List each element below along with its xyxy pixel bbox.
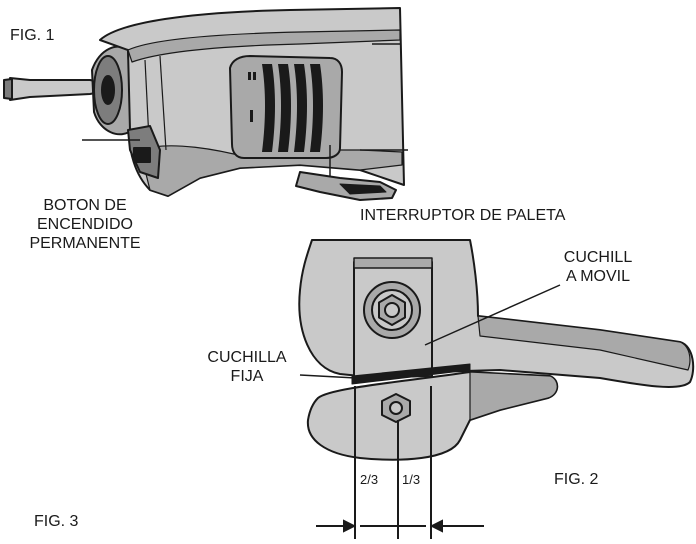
moving-blade-label: CUCHILL A MOVIL bbox=[548, 248, 648, 286]
fixed-blade-label-line1: CUCHILLA bbox=[207, 349, 287, 366]
grinder-drawing bbox=[3, 7, 408, 201]
dim-arrow-left-head bbox=[343, 519, 357, 533]
rear-cap-hole bbox=[101, 75, 115, 105]
ratio-right-label: 1/3 bbox=[402, 472, 421, 487]
moving-blade-top-bar bbox=[353, 257, 433, 269]
lock-button-label-line1: BOTON DE bbox=[43, 197, 127, 214]
fig2-label: FIG. 2 bbox=[554, 471, 599, 488]
lock-button-label: BOTON DE ENCENDIDO PERMANENTE bbox=[10, 196, 160, 253]
blade-gap bbox=[351, 363, 471, 385]
fig3-label: FIG. 3 bbox=[34, 513, 79, 530]
dimension-lines bbox=[316, 386, 484, 539]
fig1-label: FIG. 1 bbox=[10, 27, 55, 44]
moving-blade-label-line1: CUCHILL bbox=[563, 249, 633, 266]
grip-ridge-2 bbox=[159, 55, 167, 151]
fixed-blade-nut-bore bbox=[389, 401, 403, 415]
fixed-blade-label-line2: FIJA bbox=[230, 368, 264, 385]
lock-button-label-line2: ENCENDIDO bbox=[36, 216, 133, 233]
leader-fixed-blade bbox=[299, 374, 357, 379]
fixed-blade-shade bbox=[469, 371, 558, 421]
fixed-blade-label: CUCHILLA FIJA bbox=[192, 348, 302, 386]
leader-moving-blade bbox=[424, 284, 561, 346]
moving-blade-label-line2: A MOVIL bbox=[565, 268, 631, 285]
housing-shade bbox=[127, 29, 401, 63]
dim-arrow-right-head bbox=[429, 519, 443, 533]
power-cord bbox=[9, 77, 101, 101]
shear-drawing bbox=[298, 239, 695, 461]
vent-slots bbox=[248, 64, 323, 152]
paddle-switch-grip bbox=[339, 183, 387, 195]
ratio-left-label: 2/3 bbox=[360, 472, 379, 487]
hex-nut-bore bbox=[384, 302, 400, 318]
lock-button-label-line3: PERMANENTE bbox=[29, 235, 141, 252]
upper-housing-shade bbox=[477, 315, 691, 371]
paddle-switch-label: INTERRUPTOR DE PALETA bbox=[360, 207, 566, 224]
lock-on-button-face bbox=[133, 147, 151, 163]
cord-plug-tip bbox=[3, 78, 13, 100]
